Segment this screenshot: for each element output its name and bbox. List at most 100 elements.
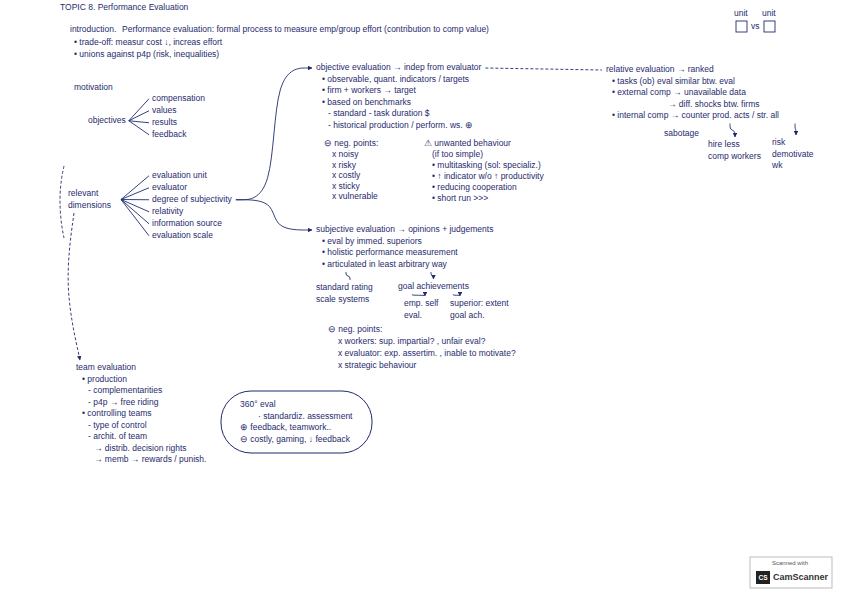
node-text: - archit. of team [76,431,206,443]
node-heading: risk demotivate wk [772,137,820,172]
note-text: x noisy [332,149,358,161]
branch-line [121,200,149,224]
topic-block: relative evaluation → ranked• tasks (ob)… [606,64,779,122]
node-text: ⊕ feedback, teamwork.. [240,422,353,434]
node-heading: emp. self eval. [404,298,446,321]
note-text: (if too simple) [432,149,483,161]
node-text: • eval by immed. superiors [316,236,493,248]
node-text: - p4p → free riding [76,397,206,409]
branch-line [121,200,149,236]
branch-line [129,121,149,135]
branch-line [346,272,350,280]
bracket [60,166,64,238]
arrow-connector [431,272,433,279]
unit-box [736,21,747,32]
branch-item: values [152,105,177,117]
node-heading: relevant dimensions [68,188,118,211]
note-heading: ⊖ neg. points: [324,138,378,150]
node-heading: compensation [152,93,205,105]
branch-item: information source [152,218,222,230]
node-text: • controlling teams [76,408,206,420]
icon-label: unit [762,8,776,20]
note-text: x workers: sup. impartial? , unfair eval… [338,336,485,348]
sub-item: hire less comp workers [708,139,762,162]
branch-line [129,111,149,121]
note-text: x vulnerable [332,191,378,203]
node-text: • external comp → unavailable data [606,87,779,99]
note-heading: ⊖ neg. points: [328,324,382,336]
node-text: • articulated in least arbitrary way [316,259,493,271]
arrow-connector [236,200,312,230]
arrow-connector [236,68,312,200]
branch-root: objectives [88,115,126,127]
node-text: - type of control [76,420,206,432]
watermark-logo-text: CS [756,572,770,583]
node-heading: values [152,105,177,117]
note-text: • reducing cooperation [432,182,517,194]
node-text: • based on benchmarks [316,97,481,109]
sub-item: goal achievements [398,281,469,293]
node-heading: relative evaluation → ranked [606,64,779,76]
node-text: • internal comp → counter prod. acts / s… [606,110,779,122]
node-heading: 360° eval [240,399,353,411]
node-heading: objective evaluation → indep from evalua… [316,62,481,74]
branch-item: compensation [152,93,205,105]
node-text: → distrib. decision rights [76,443,206,455]
icon-label: vs [751,21,760,33]
branch-line [121,176,149,200]
note-text: • trade-off: measur cost ↓, increas effo… [74,37,222,49]
watermark-text: Scanned with [772,559,808,567]
sub-item: emp. self eval. [404,298,446,321]
arrow-connector [412,295,425,297]
watermark-text: CamScanner [773,571,828,583]
note-text: • unions against p4p (risk, inequalities… [74,49,219,61]
branch-line [129,99,149,121]
topic-block: subjective evaluation → opinions + judge… [316,224,493,270]
unit-box [764,21,775,32]
node-heading: degree of subjectivity [152,194,232,206]
node-text: · standardiz. assessment [240,411,353,423]
branch-item: evaluation unit [152,170,207,182]
watermark-logo [756,571,770,584]
node-heading: relativity [152,206,183,218]
note-text: x strategic behaviour [338,360,416,372]
node-heading: goal achievements [398,281,469,293]
branch-line [121,188,149,200]
sub-item: standard rating scale systems [316,282,384,305]
note-text: x sticky [332,181,360,193]
note-text: sabotage [664,128,699,140]
node-heading: hire less comp workers [708,139,762,162]
node-heading: evaluation unit [152,170,207,182]
arrow-connector [68,213,80,360]
node-heading: standard rating scale systems [316,282,384,305]
node-heading: feedback [152,129,187,141]
watermark-box [750,557,832,588]
note-text: x evaluator: exp. assertim. , inable to … [338,348,516,360]
node-heading: superior: extent goal ach. [450,298,526,321]
note-heading: ⚠ unwanted behaviour [424,138,511,150]
node-text: → diff. shocks btw. firms [606,99,779,111]
arrow-connector [453,295,460,297]
node-heading: subjective evaluation → opinions + judge… [316,224,493,236]
node-text: → memb → rewards / punish. [76,454,206,466]
node-text: - complementarities [76,385,206,397]
section-heading: motivation [74,82,113,94]
note-text: x risky [332,160,356,172]
node-text: • observable, quant. indicators / target… [316,74,481,86]
branch-line [485,68,602,70]
node-text: • firm + workers → target [316,85,481,97]
arrow-connector [730,124,735,138]
note-text: • ↑ indicator w/o ↑ productivity [432,171,544,183]
note-text: Performance evaluation: formal process t… [122,24,489,36]
arrow-connector [795,124,796,136]
branch-root: relevant dimensions [68,188,118,211]
branch-item: feedback [152,129,187,141]
node-heading: evaluation scale [152,230,213,242]
node-text: • tasks (ob) eval similar btw. eval [606,76,779,88]
section-heading: introduction. [70,24,116,36]
note-text: • multitasking (sol: specializ.) [432,160,541,172]
sub-item: risk demotivate wk [772,137,820,172]
icon-label: unit [734,8,748,20]
note-text: x costly [332,170,360,182]
